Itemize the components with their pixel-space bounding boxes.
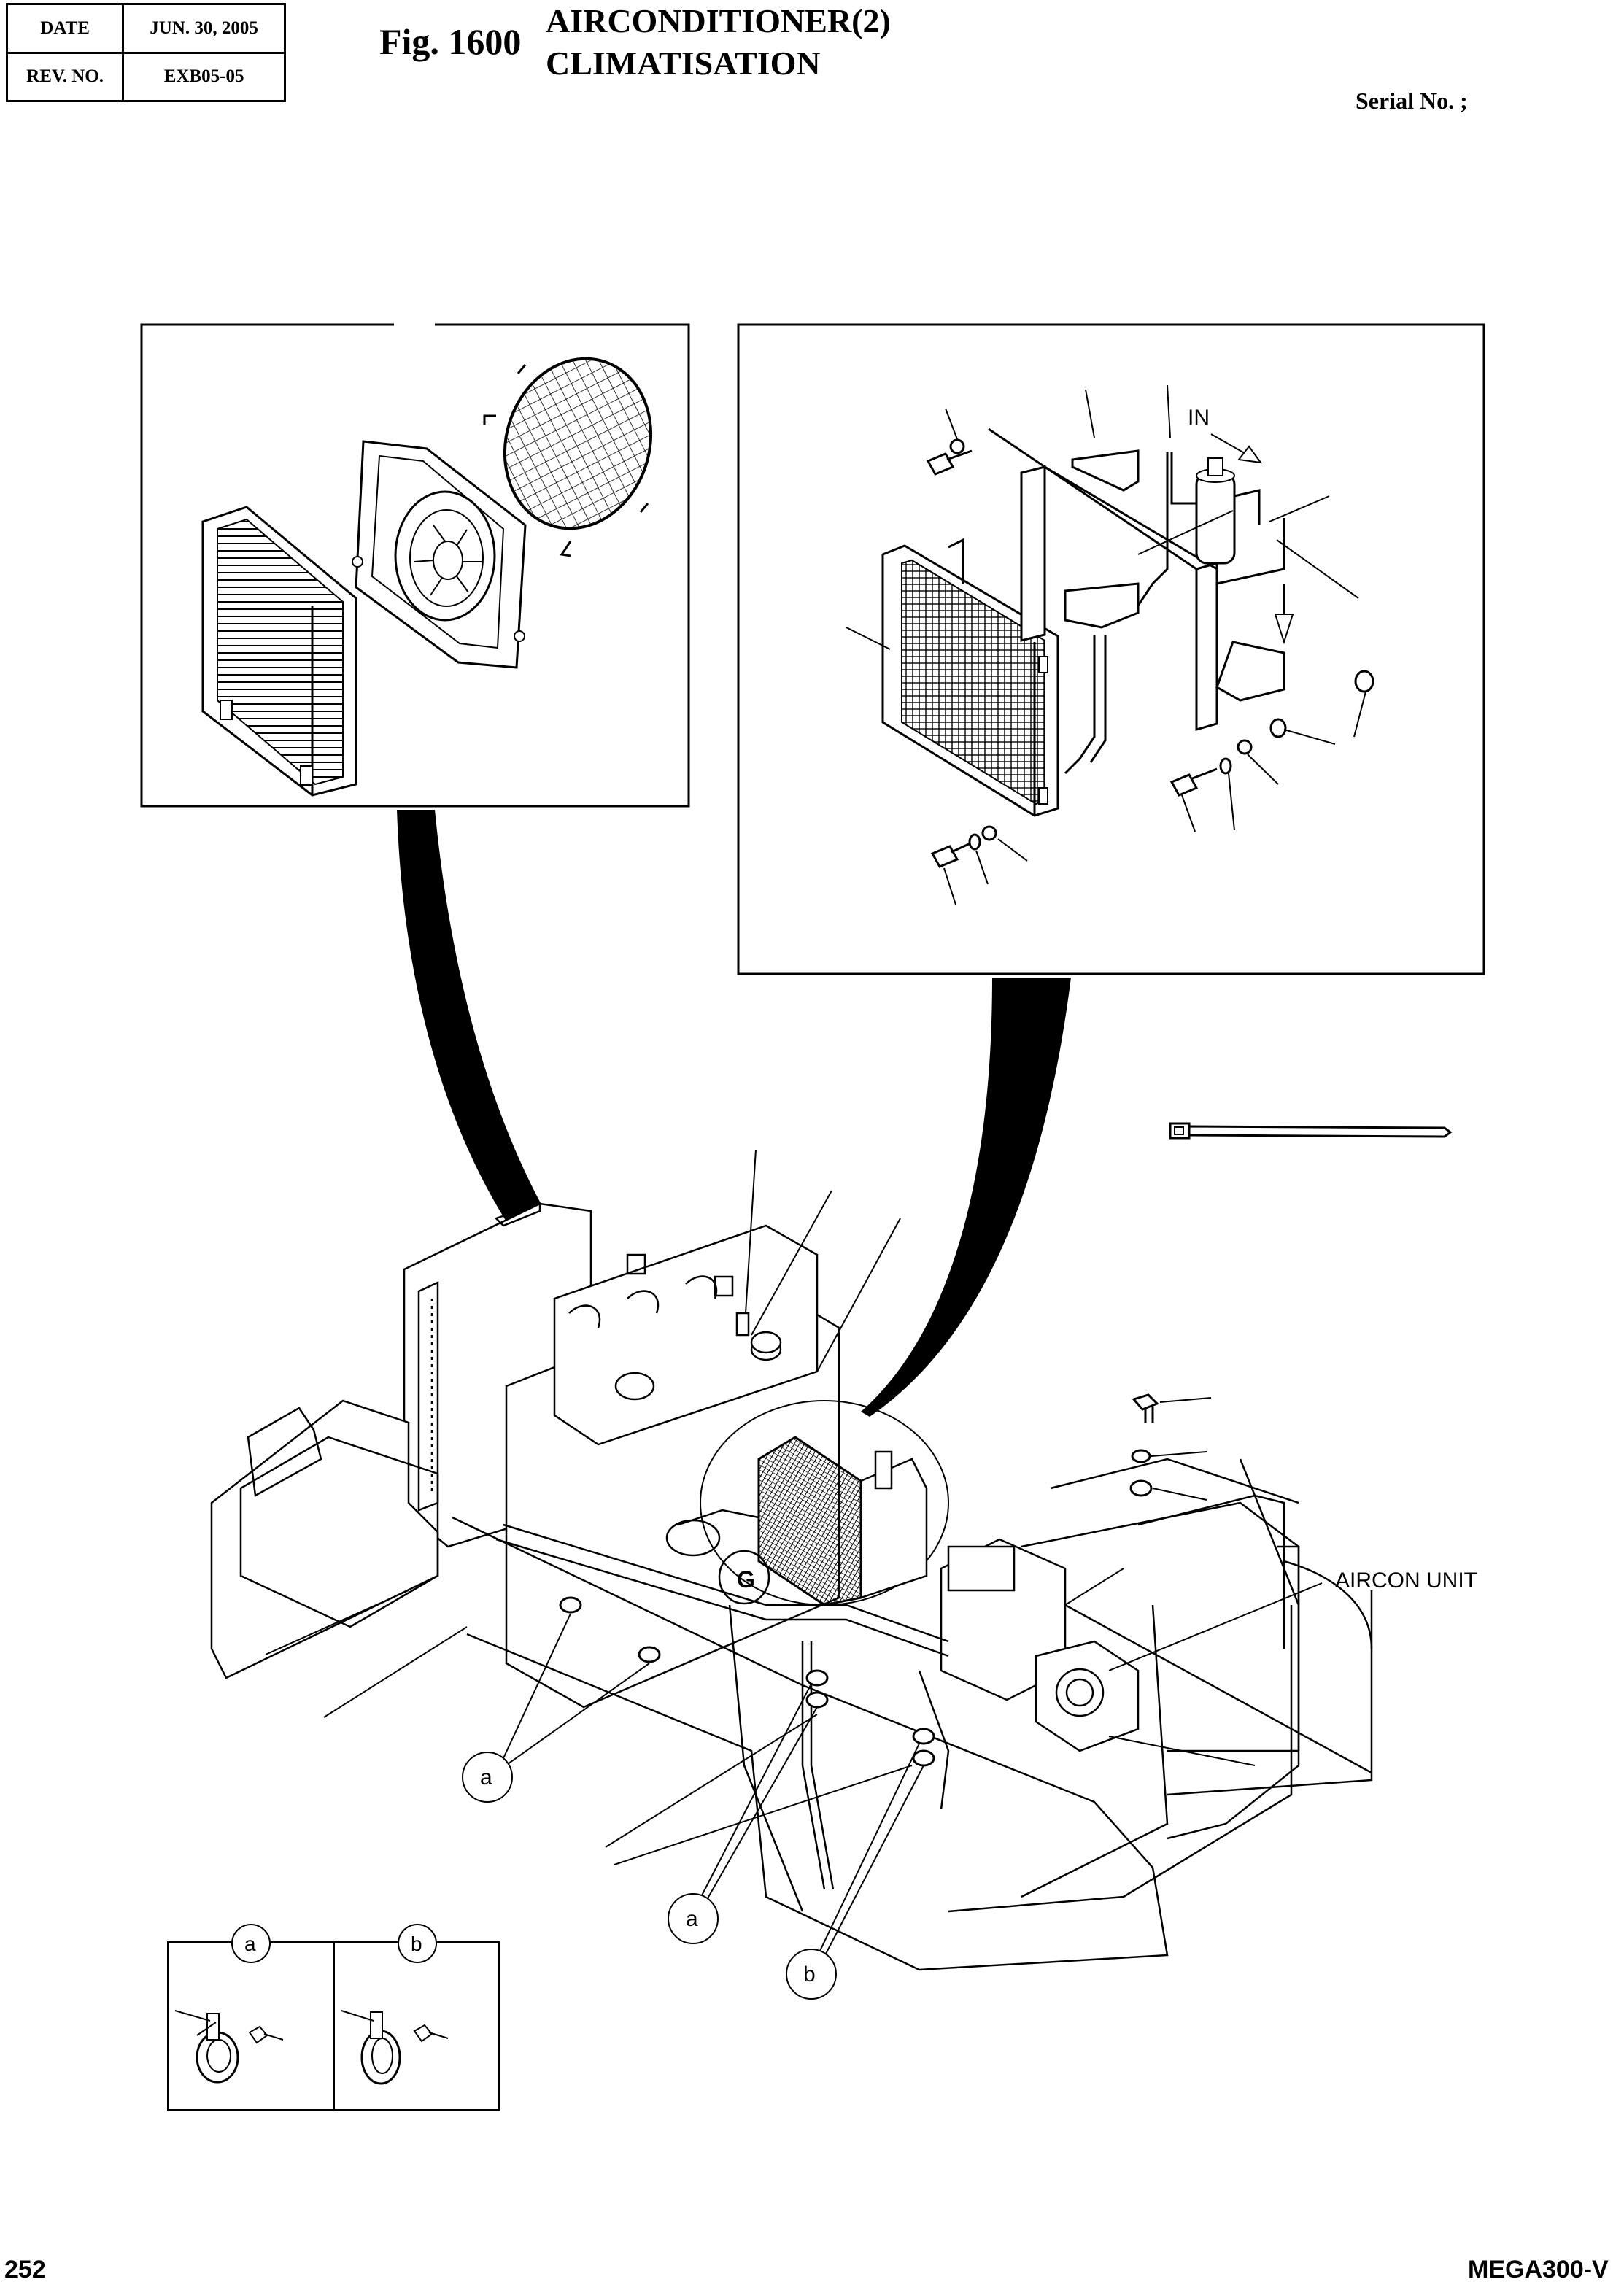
rev-label: REV. NO. [5, 51, 125, 102]
model-name: MEGA300-V [1468, 2256, 1609, 2283]
serial-number: Serial No. ; [1356, 88, 1468, 114]
out-arrow [1274, 584, 1294, 645]
callout-b-1-label: b [803, 1962, 816, 1987]
callout-leaders [846, 384, 1366, 905]
main-view-fasteners [1129, 1393, 1159, 1497]
title-english: AIRCONDITIONER(2) [546, 2, 891, 39]
clamp-detail-box: a b [167, 1924, 500, 2111]
mounting-brackets [988, 428, 1285, 731]
aircon-unit-label: AIRCON UNIT [1335, 1568, 1477, 1593]
figure-number: Fig. 1600 [379, 21, 522, 62]
in-arrow: IN [1188, 406, 1263, 464]
callout-b-1: b [786, 1743, 924, 2000]
figure-title: AIRCONDITIONER(2) CLIMATISATION [546, 0, 891, 85]
fan-detail-box [140, 320, 690, 808]
rev-value: EXB05-05 [122, 51, 286, 102]
date-label: DATE [5, 3, 125, 54]
fasteners [926, 438, 1374, 868]
bracket-detail-box: IN [737, 323, 1485, 975]
in-label: IN [1188, 406, 1210, 430]
condenser-core [201, 506, 357, 797]
revision-table: DATE JUN. 30, 2005 REV. NO. EXB05-05 [5, 3, 286, 102]
detail-a-label: a [244, 1933, 256, 1955]
receiver-dryer [1170, 452, 1261, 565]
main-view-leaders [265, 1149, 1323, 1865]
detail-a: a [174, 1924, 284, 2084]
main-machine-view: G [210, 1202, 1373, 1971]
callout-a-2-label: a [686, 1907, 698, 1931]
refrigerant-pipes [948, 452, 1169, 775]
detail-b-label: b [411, 1933, 422, 1955]
callout-a-1-label: a [480, 1765, 492, 1790]
fan-grille [483, 357, 653, 557]
page-number: 252 [4, 2256, 46, 2283]
condenser-assembly [881, 544, 1059, 817]
callout-a-2: a [668, 1683, 818, 1944]
detail-b: b [341, 1924, 449, 2085]
title-french: CLIMATISATION [546, 45, 821, 82]
date-value: JUN. 30, 2005 [122, 3, 286, 54]
svg-text:G: G [737, 1566, 755, 1593]
fan-shroud [352, 440, 527, 669]
cable-tie [1169, 1122, 1453, 1140]
callout-a-1: a [462, 1613, 650, 1803]
swoop-right [861, 978, 1071, 1417]
